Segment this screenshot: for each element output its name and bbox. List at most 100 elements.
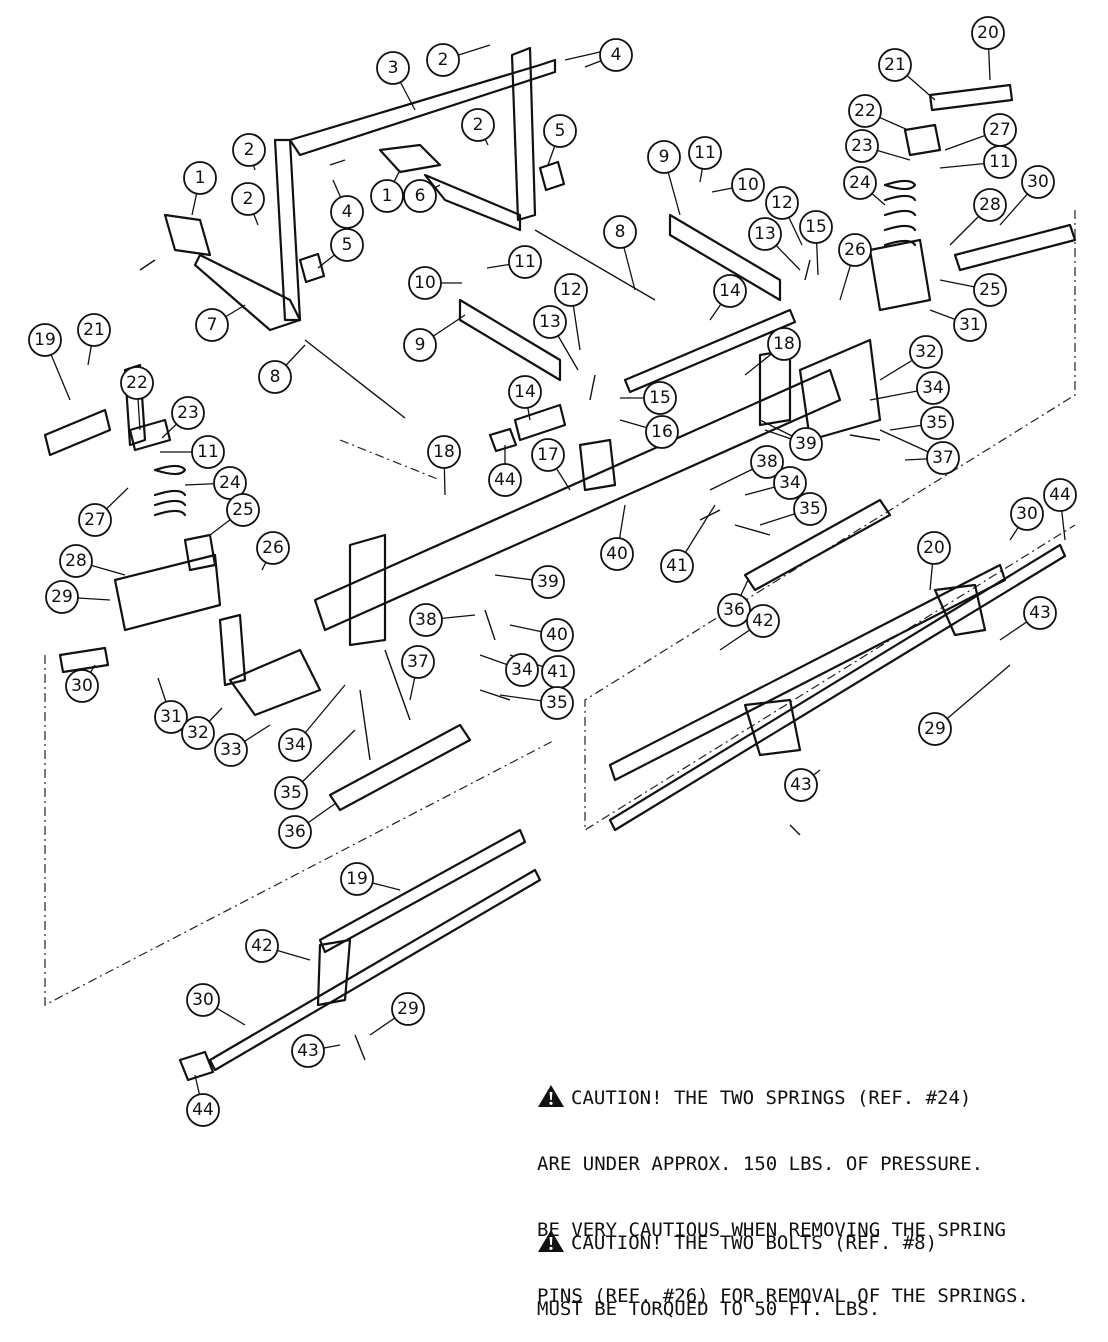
callout-number: 6 — [415, 186, 426, 206]
callout-23: 23 — [161, 396, 205, 439]
callout-circle — [554, 273, 588, 307]
callout-33: 33 — [214, 724, 271, 767]
callout-number: 39 — [795, 434, 817, 454]
callout-9: 9 — [647, 140, 681, 216]
callout-number: 15 — [649, 388, 671, 408]
callout-circle — [920, 406, 954, 440]
callout-circle — [793, 492, 827, 526]
callout-number: 34 — [284, 735, 306, 755]
callout-21: 21 — [878, 48, 936, 101]
callout-8: 8 — [258, 344, 306, 394]
callout-17: 17 — [531, 438, 571, 491]
callout-number: 34 — [922, 378, 944, 398]
callout-13: 13 — [748, 217, 801, 271]
callout-number: 7 — [207, 315, 218, 335]
callout-number: 17 — [537, 445, 559, 465]
callout-14: 14 — [709, 274, 747, 321]
callout-circle — [291, 1034, 325, 1068]
caution-1-line-2: ARE UNDER APPROX. 150 LBS. OF PRESSURE. — [537, 1153, 984, 1175]
callout-11: 11 — [939, 145, 1017, 179]
callout-circle — [330, 228, 364, 262]
callout-44: 44 — [488, 445, 522, 497]
callout-14: 14 — [508, 375, 542, 421]
callout-number: 13 — [754, 224, 776, 244]
callout-30: 30 — [999, 165, 1055, 226]
callout-number: 30 — [1016, 504, 1038, 524]
callout-circle — [909, 335, 943, 369]
callout-number: 38 — [756, 452, 778, 472]
callout-39: 39 — [494, 565, 565, 599]
callout-34: 34 — [744, 466, 807, 500]
callout-number: 31 — [160, 707, 182, 727]
callout-number: 43 — [1029, 603, 1051, 623]
callout-circle — [403, 179, 437, 213]
callout-31: 31 — [154, 677, 188, 734]
callout-number: 9 — [659, 147, 670, 167]
callout-number: 12 — [771, 193, 793, 213]
callout-number: 34 — [511, 660, 533, 680]
callout-circle — [245, 929, 279, 963]
callout-40: 40 — [509, 618, 574, 652]
callout-circle — [1021, 165, 1055, 199]
callout-circle — [746, 604, 780, 638]
callout-number: 10 — [737, 175, 759, 195]
callout-circle — [688, 136, 722, 170]
callout-43: 43 — [999, 596, 1057, 641]
callout-number: 11 — [694, 143, 716, 163]
callout-6: 6 — [403, 179, 441, 213]
callout-40: 40 — [600, 504, 634, 571]
callout-18: 18 — [744, 327, 801, 376]
upper-frame — [163, 46, 656, 419]
callout-circle — [845, 129, 879, 163]
callout-circle — [767, 327, 801, 361]
callout-circle — [376, 51, 410, 85]
callout-number: 2 — [473, 115, 484, 135]
callout-number: 30 — [1027, 172, 1049, 192]
callout-circle — [181, 716, 215, 750]
callout-number: 1 — [382, 186, 393, 206]
callout-16: 16 — [619, 415, 679, 449]
callout-42: 42 — [719, 604, 780, 651]
callout-37: 37 — [904, 441, 960, 475]
callout-8: 8 — [603, 215, 637, 291]
callout-3: 3 — [376, 51, 416, 111]
callout-number: 16 — [651, 422, 673, 442]
callout-number: 9 — [415, 335, 426, 355]
callout-19: 19 — [340, 862, 401, 896]
callout-circle — [926, 441, 960, 475]
callout-35: 35 — [759, 492, 827, 526]
callout-circle — [789, 427, 823, 461]
callout-circle — [983, 145, 1017, 179]
callout-30: 30 — [186, 983, 246, 1026]
callout-11: 11 — [688, 136, 722, 183]
callout-number: 14 — [719, 281, 741, 301]
callout-number: 39 — [537, 572, 559, 592]
callout-39: 39 — [764, 427, 823, 461]
callout-10: 10 — [408, 266, 462, 300]
callout-circle — [1043, 478, 1077, 512]
hardware — [139, 51, 936, 1061]
callout-number: 11 — [197, 442, 219, 462]
callout-number: 20 — [977, 23, 999, 43]
callout-number: 40 — [606, 544, 628, 564]
callout-15: 15 — [620, 381, 677, 415]
lower-frame — [178, 498, 1067, 1082]
callout-number: 42 — [752, 611, 774, 631]
callout-20: 20 — [971, 16, 1005, 81]
callout-circle — [45, 580, 79, 614]
callout-number: 12 — [560, 280, 582, 300]
callout-25: 25 — [209, 493, 260, 536]
callout-circle — [256, 531, 290, 565]
callout-circle — [973, 273, 1007, 307]
callout-circle — [508, 375, 542, 409]
callout-circle — [195, 308, 229, 342]
callout-43: 43 — [784, 768, 821, 802]
callout-circle — [231, 182, 265, 216]
callout-number: 24 — [849, 173, 871, 193]
callout-circle — [370, 179, 404, 213]
callout-number: 15 — [805, 217, 827, 237]
callout-number: 27 — [989, 120, 1011, 140]
callout-22: 22 — [848, 94, 909, 131]
callout-number: 5 — [342, 235, 353, 255]
callout-circle — [154, 700, 188, 734]
